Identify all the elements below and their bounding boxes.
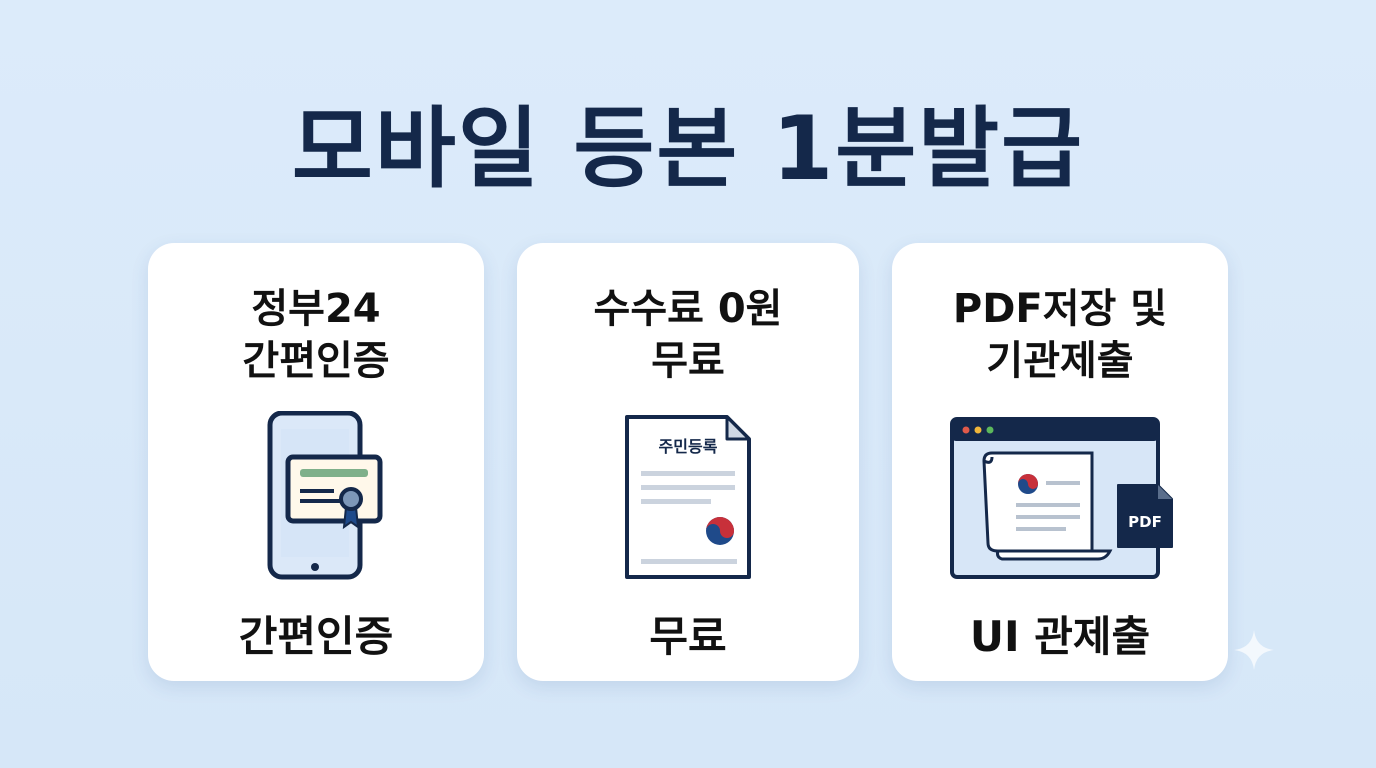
card-heading-line2: 간편인증 [242,338,390,384]
sparkle-icon [1234,630,1274,670]
browser-pdf-icon: PDF [950,417,1173,579]
card-footer: 간편인증 [238,612,394,661]
document-icon: 주민등록 [625,415,751,579]
card-heading-line2: 기관제출 [986,338,1134,384]
card-footer: UI 관제출 [969,612,1151,661]
card-heading: 정부24 간편인증 [148,283,484,387]
emblem-icon [706,517,734,545]
card-heading-line1: 수수료 0원 [593,286,783,332]
card-heading-line2: 무료 [651,338,725,384]
card-free-fee: 수수료 0원 무료 주민등록 무료 [517,243,859,681]
card-heading: PDF저장 및 기관제출 [892,283,1228,387]
document-label: 주민등록 [659,437,718,456]
emblem-icon [1018,474,1038,494]
card-heading-line1: PDF저장 및 [952,286,1168,332]
pdf-label: PDF [1128,513,1162,531]
page-title: 모바일 등본 1분발급 [291,97,1085,200]
card-footer: 무료 [649,612,727,661]
card-heading: 수수료 0원 무료 [517,283,859,387]
card-pdf-submit: PDF저장 및 기관제출 PDF UI 관제출 [892,243,1228,681]
card-simple-auth: 정부24 간편인증 간편인증 [148,243,484,681]
card-heading-line1: 정부24 [251,286,381,332]
phone-certificate-icon [267,411,383,580]
